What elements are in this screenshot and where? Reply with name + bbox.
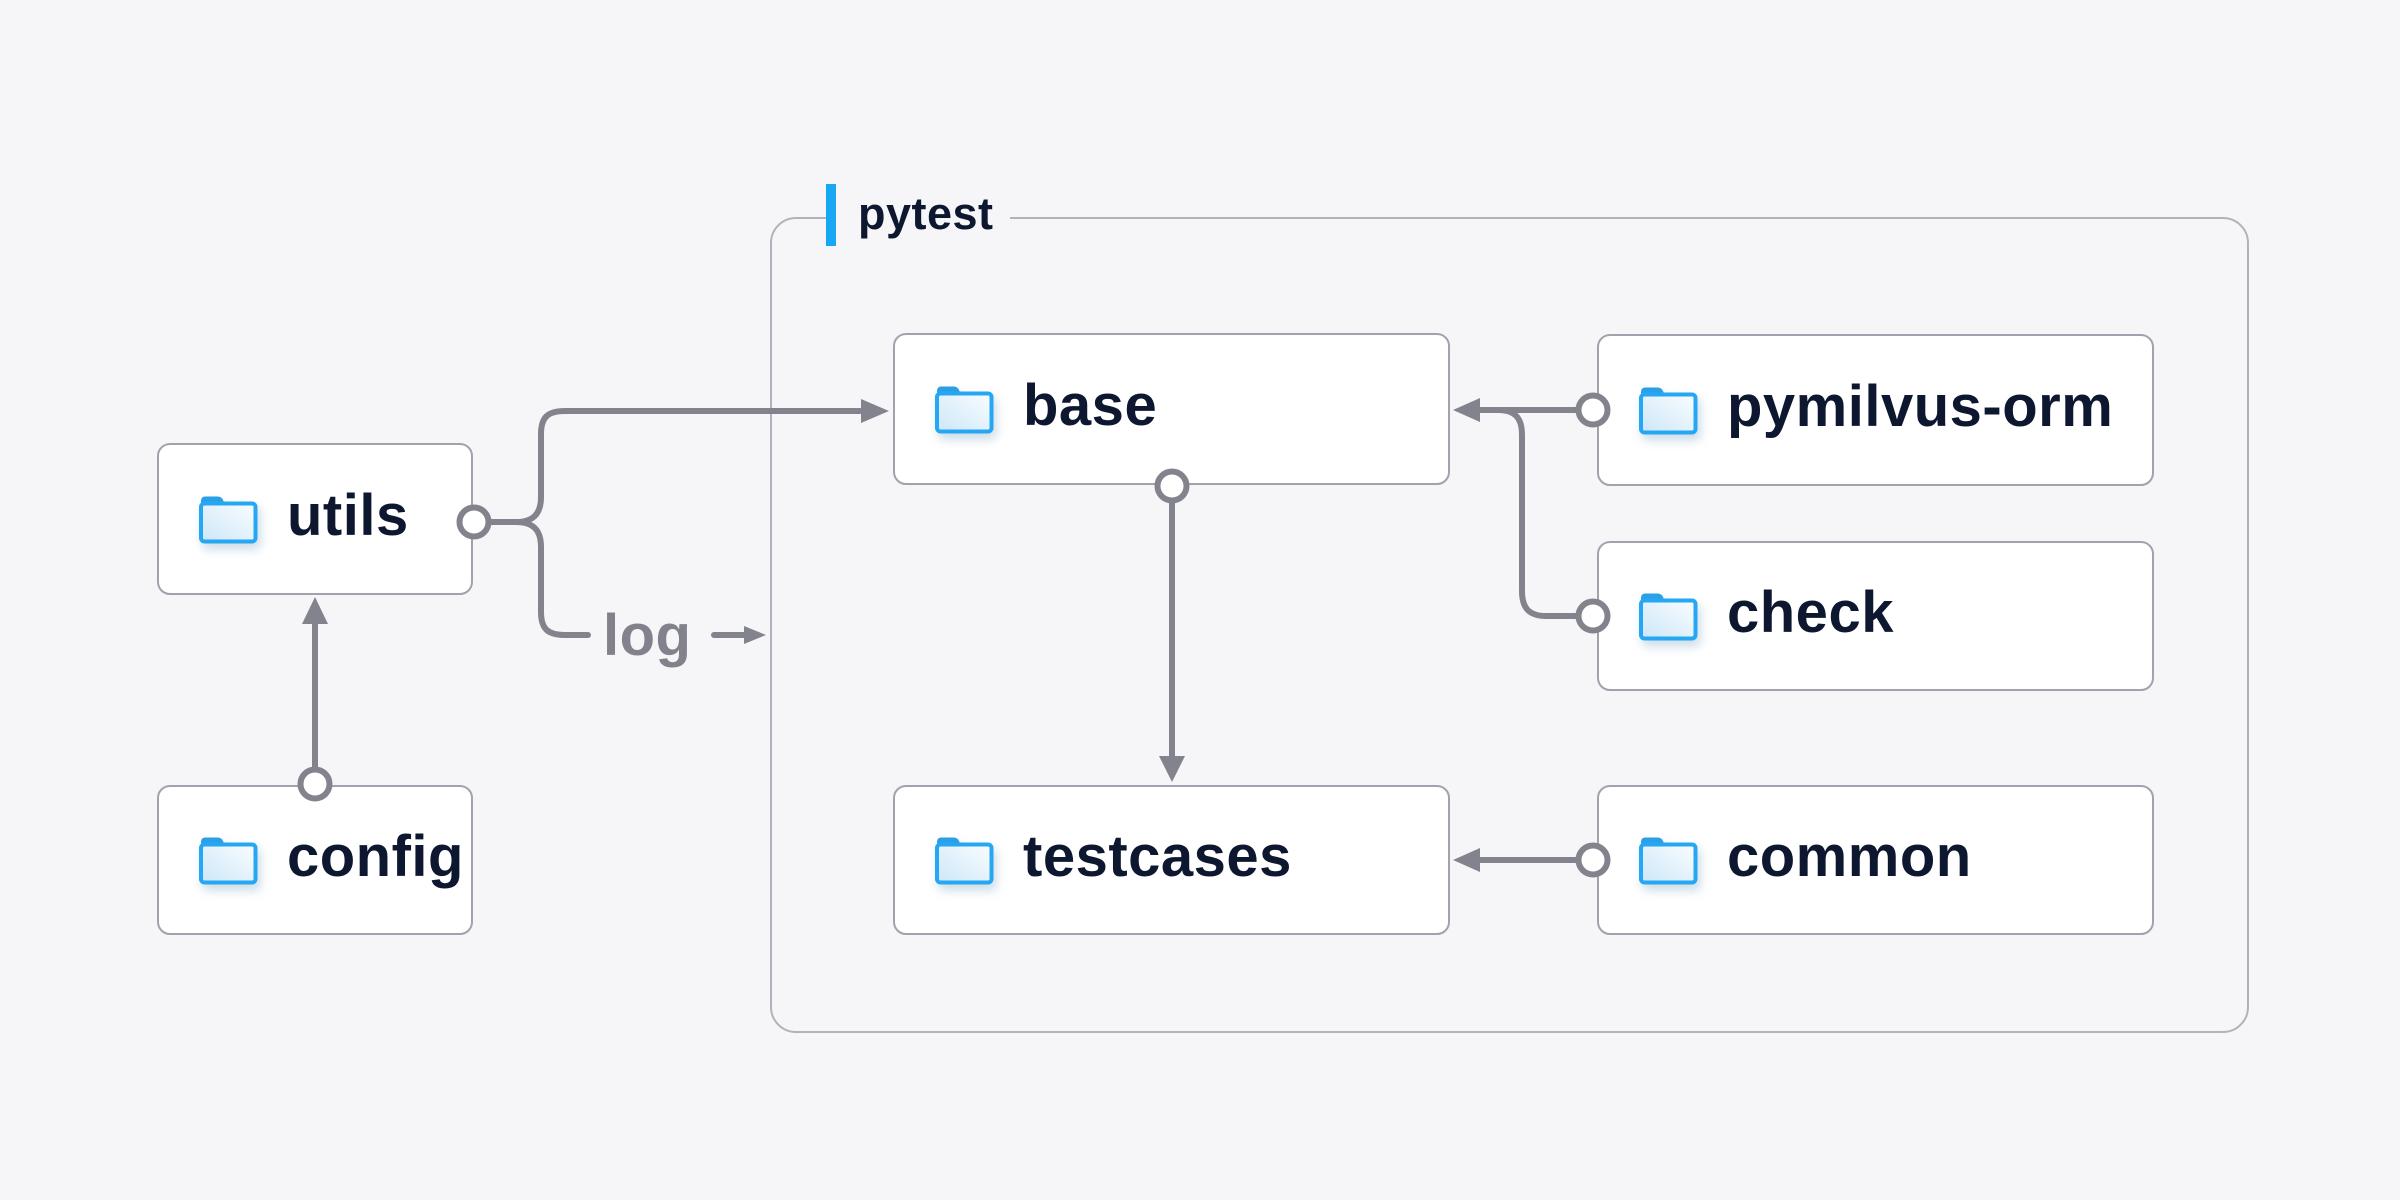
folder-icon xyxy=(933,383,995,435)
folder-icon xyxy=(1637,384,1699,436)
edge-config-utils xyxy=(297,597,333,802)
node-label: base xyxy=(1023,373,1158,438)
node-label: config xyxy=(287,824,464,889)
group-box-pytest xyxy=(770,217,2249,1033)
node-label: utils xyxy=(287,483,409,548)
node-label: check xyxy=(1727,580,1894,645)
group-label-pytest: pytest xyxy=(826,184,1010,246)
folder-icon xyxy=(197,834,259,886)
node-testcases: testcases xyxy=(893,785,1450,935)
group-title: pytest xyxy=(858,187,994,239)
edge-label-log: log xyxy=(603,602,692,668)
node-common: common xyxy=(1597,785,2154,935)
node-label: pymilvus-orm xyxy=(1727,374,2114,439)
node-utils: utils xyxy=(157,443,473,595)
node-config: config xyxy=(157,785,473,935)
accent-bar xyxy=(826,184,836,246)
folder-icon xyxy=(1637,834,1699,886)
folder-icon xyxy=(933,834,995,886)
node-label: testcases xyxy=(1023,824,1292,889)
node-label: common xyxy=(1727,824,1972,889)
node-pymilvus-orm: pymilvus-orm xyxy=(1597,334,2154,486)
folder-icon xyxy=(1637,590,1699,642)
node-check: check xyxy=(1597,541,2154,691)
folder-icon xyxy=(197,493,259,545)
node-base: base xyxy=(893,333,1450,485)
